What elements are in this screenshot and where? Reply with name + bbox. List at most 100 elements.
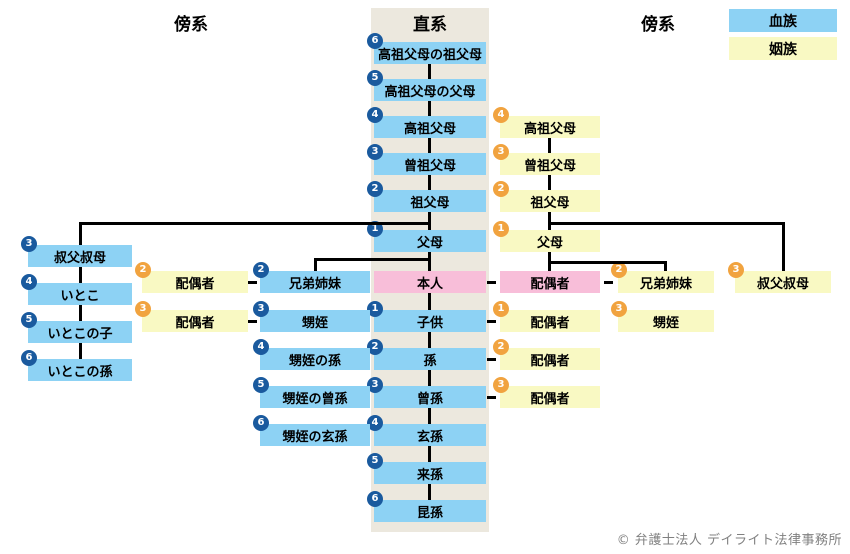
connector-line: [487, 358, 496, 361]
connector-line: [428, 370, 431, 386]
connector-line: [79, 267, 82, 283]
connector-line: [428, 138, 431, 153]
degree-badge: 3: [728, 262, 744, 278]
copyright-notice: © 弁護士法人 デイライト法律事務所: [616, 533, 842, 548]
node-label: 配偶者: [530, 315, 570, 331]
node-cousins-child: 5 いとこの子: [21, 312, 132, 343]
degree-badge: 1: [493, 221, 509, 237]
node-label: 配偶者: [530, 391, 570, 407]
degree-badge: 3: [611, 301, 627, 317]
degree-badge: 4: [493, 107, 509, 123]
node-spouses-parents: 1 父母: [493, 221, 600, 252]
node-great3-grandparents: 4 高祖父母: [367, 107, 486, 138]
connector-line: [548, 175, 551, 190]
degree-badge: 2: [253, 262, 269, 278]
node-label: 配偶者: [175, 276, 215, 292]
connector-line: [79, 343, 82, 359]
node-label: 高祖父母の父母: [384, 84, 476, 100]
degree-badge: 2: [367, 181, 383, 197]
connector-line: [79, 222, 82, 245]
node-label: 配偶者: [530, 276, 570, 292]
connector-line: [428, 212, 431, 230]
connector-line: [314, 258, 431, 261]
connector-line: [79, 305, 82, 321]
header-direct-line: 直系: [413, 15, 447, 35]
node-nephew-nieces-great-grandchild: 5 甥姪の曾孫: [253, 377, 370, 408]
connector-line: [548, 222, 785, 225]
node-label: 曾祖父母: [403, 158, 456, 174]
node-label: いとこの孫: [47, 364, 113, 380]
connector-line: [487, 396, 496, 399]
degree-badge: 6: [253, 415, 269, 431]
connector-line: [487, 320, 496, 323]
node-label: 父母: [416, 235, 443, 251]
connector-line: [782, 222, 785, 271]
node-parents: 1 父母: [367, 221, 486, 252]
degree-badge: 5: [367, 453, 383, 469]
degree-badge: 4: [253, 339, 269, 355]
connector-line: [428, 332, 431, 348]
node-label: 甥姪の孫: [288, 353, 341, 369]
node-label: 甥姪: [301, 315, 328, 331]
degree-badge: 2: [493, 181, 509, 197]
node-label: いとこの子: [47, 326, 113, 342]
connector-line: [248, 281, 257, 284]
node-label: 甥姪の曾孫: [282, 391, 348, 407]
degree-badge: 6: [367, 33, 383, 49]
node-label: 高祖父母: [403, 121, 456, 137]
node-label: 甥姪: [652, 315, 679, 331]
node-label: 高祖父母の祖父母: [377, 47, 482, 63]
degree-badge: 5: [21, 312, 37, 328]
node-label: 叔父叔母: [756, 276, 809, 292]
degree-badge: 3: [253, 301, 269, 317]
degree-badge: 2: [611, 262, 627, 278]
node-nephew-niece: 3 甥姪: [253, 301, 370, 332]
connector-line: [428, 175, 431, 190]
degree-badge: 3: [135, 301, 151, 317]
node-spouses-nephew-niece: 3 甥姪: [611, 301, 714, 332]
node-label: 曾孫: [416, 391, 443, 407]
node-nephew-nieces-grandchild: 4 甥姪の孫: [253, 339, 370, 370]
node-great3-grandchild: 5 来孫: [367, 453, 486, 484]
header-collateral-left: 傍系: [174, 15, 208, 35]
connector-line: [548, 261, 667, 264]
node-siblings: 2 兄弟姉妹: [253, 262, 370, 293]
node-label: 父母: [536, 235, 563, 251]
connector-line: [428, 252, 431, 271]
node-label: 本人: [416, 276, 443, 292]
degree-badge: 4: [367, 107, 383, 123]
connector-line: [428, 64, 431, 79]
node-label: 配偶者: [530, 353, 570, 369]
node-spouses-uncle-aunt: 3 叔父叔母: [728, 262, 831, 293]
degree-badge: 4: [367, 415, 383, 431]
connector-line: [428, 484, 431, 500]
degree-badge: 2: [367, 339, 383, 355]
node-label: 昆孫: [416, 505, 443, 521]
degree-badge: 2: [493, 339, 509, 355]
connector-line: [428, 408, 431, 424]
degree-badge: 6: [367, 491, 383, 507]
degree-badge: 3: [493, 377, 509, 393]
degree-badge: 2: [135, 262, 151, 278]
degree-badge: 5: [253, 377, 269, 393]
node-label: 孫: [423, 353, 437, 369]
node-great-grandchilds-spouse: 3 配偶者: [493, 377, 600, 408]
degree-badge: 5: [367, 70, 383, 86]
node-great4-grandchild: 6 昆孫: [367, 491, 486, 522]
connector-line: [314, 258, 317, 271]
node-label: 兄弟姉妹: [288, 276, 341, 292]
degree-badge: 1: [367, 221, 383, 237]
node-label: 来孫: [416, 467, 443, 483]
degree-badge: 3: [21, 236, 37, 252]
connector-line: [428, 446, 431, 462]
node-grandchilds-spouse: 2 配偶者: [493, 339, 600, 370]
